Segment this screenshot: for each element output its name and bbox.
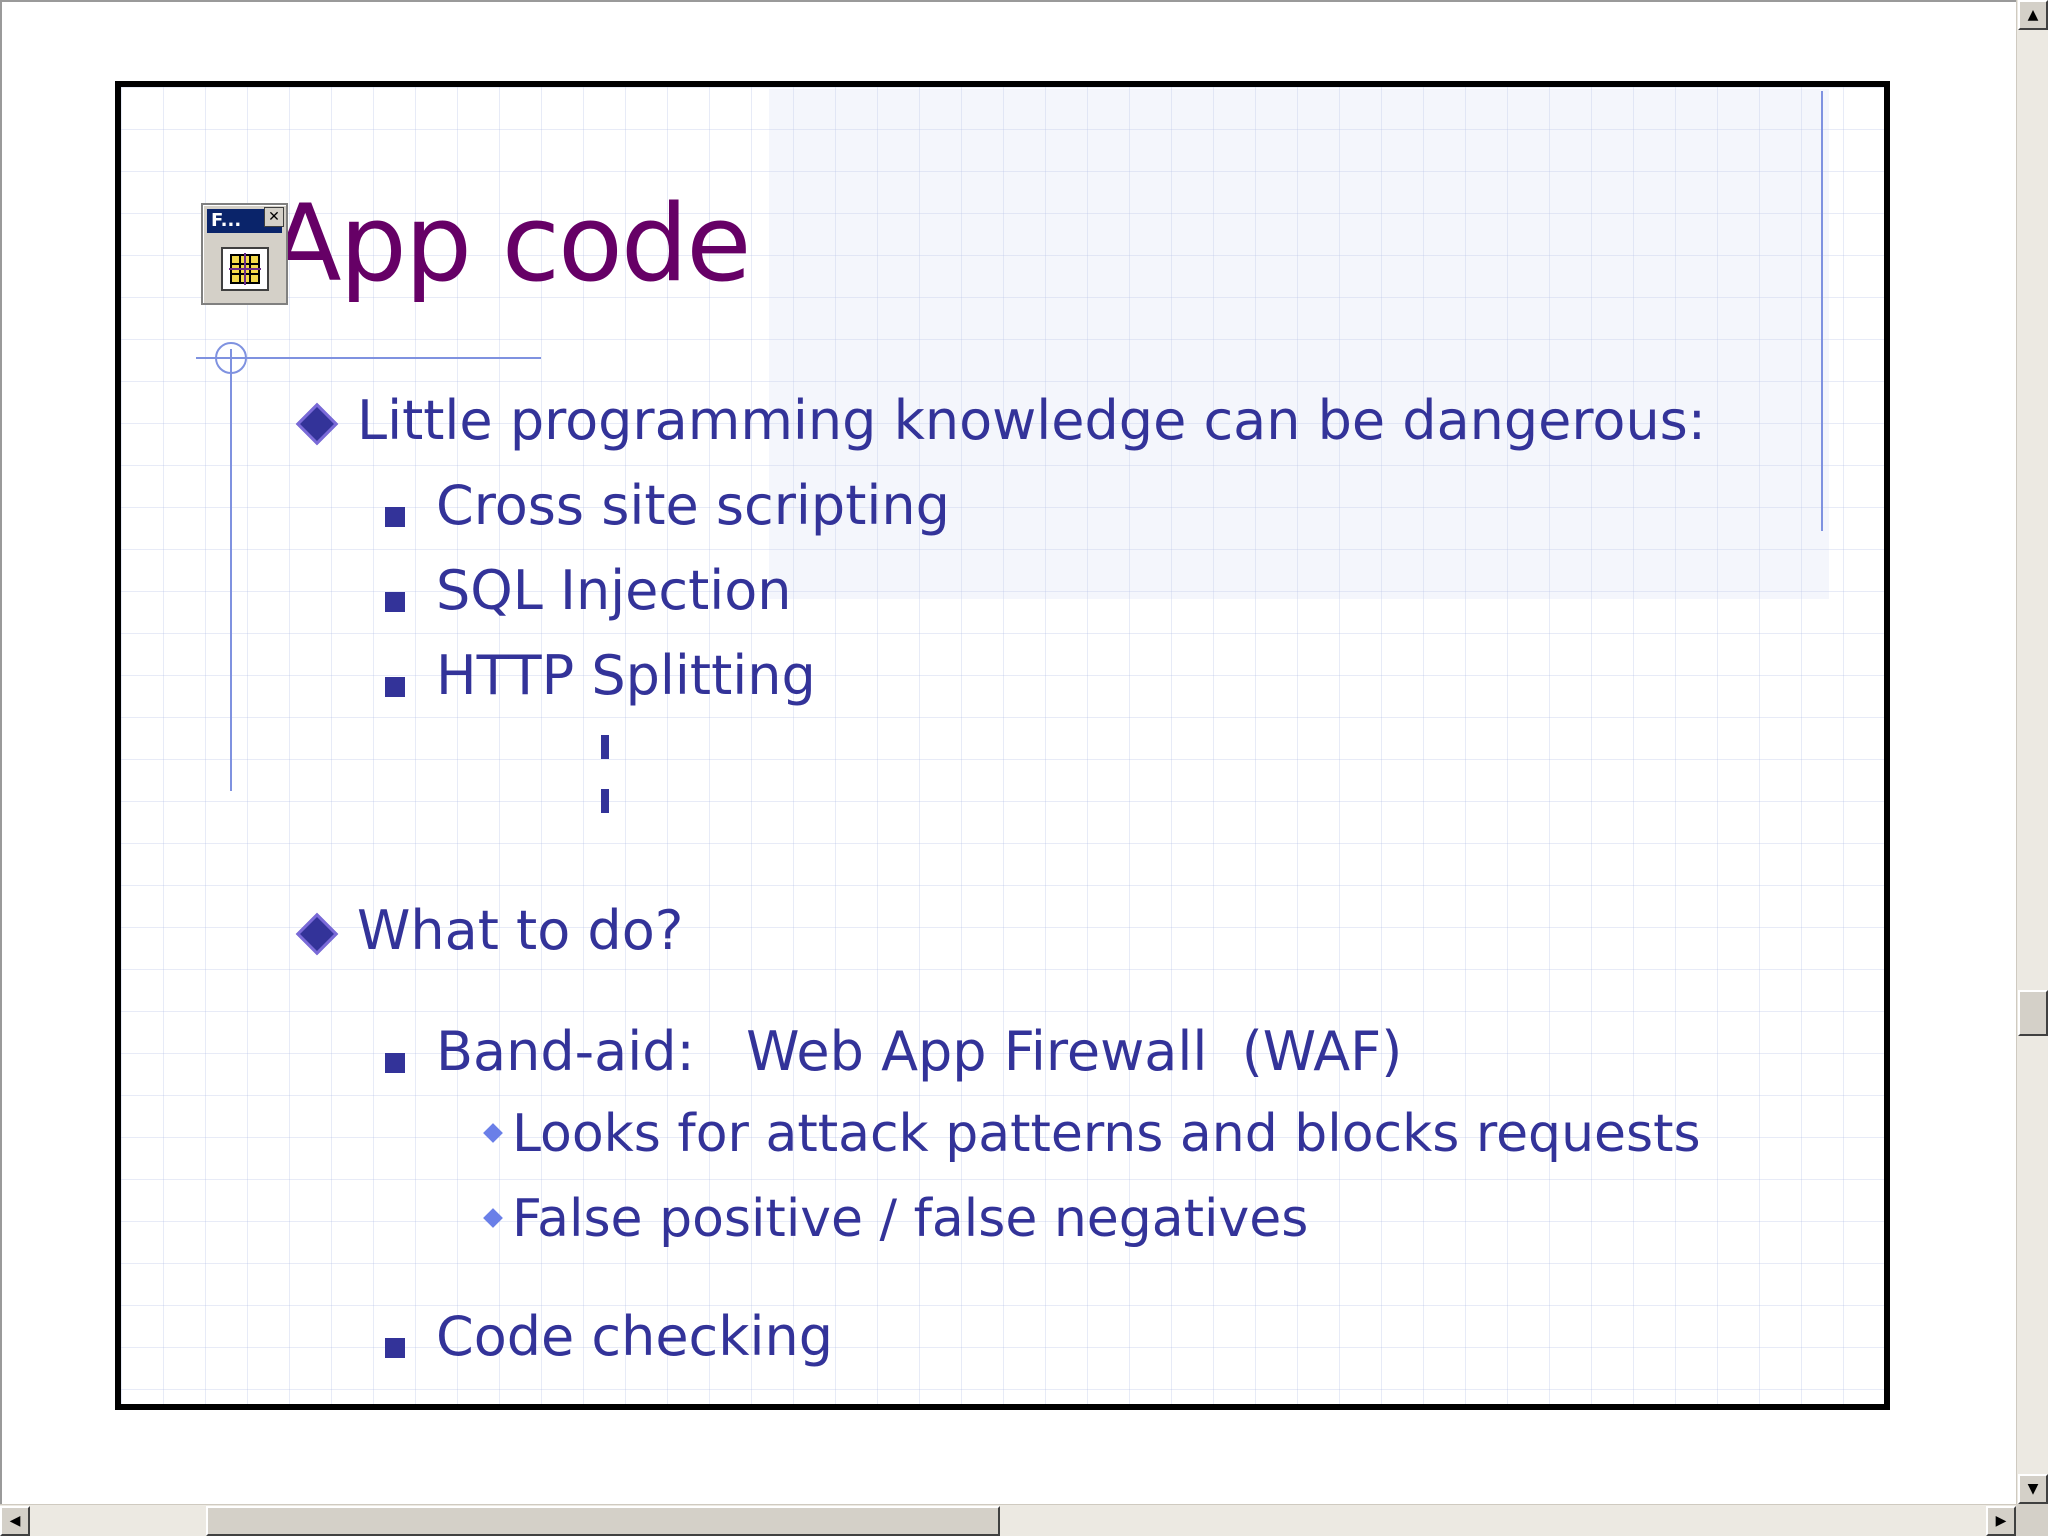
bullet-small-diamond-icon — [483, 1123, 503, 1143]
floating-toolbar[interactable]: F... ✕ — [201, 203, 288, 305]
bullet-item: Little programming knowledge can be dang… — [357, 389, 1706, 452]
close-icon[interactable]: ✕ — [264, 207, 284, 227]
scroll-up-button[interactable]: ▲ — [2018, 0, 2048, 30]
bullet-item: What to do? — [357, 899, 684, 962]
bullet-item: Band-aid: Web App Firewall (WAF) — [436, 1020, 1403, 1083]
bullet-small-diamond-icon — [483, 1208, 503, 1228]
slide: App code Little programming knowledge ca… — [115, 81, 1890, 1410]
grid-tool-graphic — [229, 253, 261, 285]
bullet-item: Cross site scripting — [436, 474, 950, 537]
horizontal-scroll-thumb[interactable] — [206, 1506, 1000, 1536]
slide-title: App code — [269, 182, 751, 305]
vertical-scroll-thumb[interactable] — [2018, 990, 2048, 1036]
title-band-decoration — [769, 89, 1829, 599]
bullet-item: HTTP Splitting — [436, 644, 816, 707]
document-viewport: App code Little programming knowledge ca… — [0, 0, 2016, 1504]
scroll-right-button[interactable]: ▶ — [1986, 1506, 2016, 1536]
horizontal-scrollbar[interactable]: ◀ ▶ — [0, 1504, 2016, 1536]
scroll-down-button[interactable]: ▼ — [2018, 1474, 2048, 1504]
bullet-square-icon — [385, 677, 405, 697]
grid-tool-icon[interactable] — [221, 247, 269, 291]
bullet-diamond-icon — [295, 912, 339, 956]
bullet-item: SQL Injection — [436, 559, 792, 622]
right-accent-line — [1821, 91, 1823, 531]
left-accent-line — [230, 349, 232, 791]
bullet-item: Looks for attack patterns and blocks req… — [512, 1104, 1701, 1164]
scrollbar-corner — [2016, 1504, 2048, 1536]
bullet-square-icon — [385, 592, 405, 612]
bullet-diamond-icon — [295, 402, 339, 446]
title-underline — [196, 357, 541, 359]
bullet-item: Code checking — [436, 1305, 834, 1368]
ellipsis-mark — [601, 735, 609, 759]
bullet-square-icon — [385, 1053, 405, 1073]
bullet-square-icon — [385, 1338, 405, 1358]
vertical-scrollbar[interactable]: ▲ ▼ — [2016, 0, 2048, 1504]
bullet-item: False positive / false negatives — [512, 1189, 1309, 1249]
ellipsis-mark — [601, 789, 609, 813]
scroll-left-button[interactable]: ◀ — [0, 1506, 30, 1536]
bullet-square-icon — [385, 507, 405, 527]
accent-circle — [215, 342, 247, 374]
